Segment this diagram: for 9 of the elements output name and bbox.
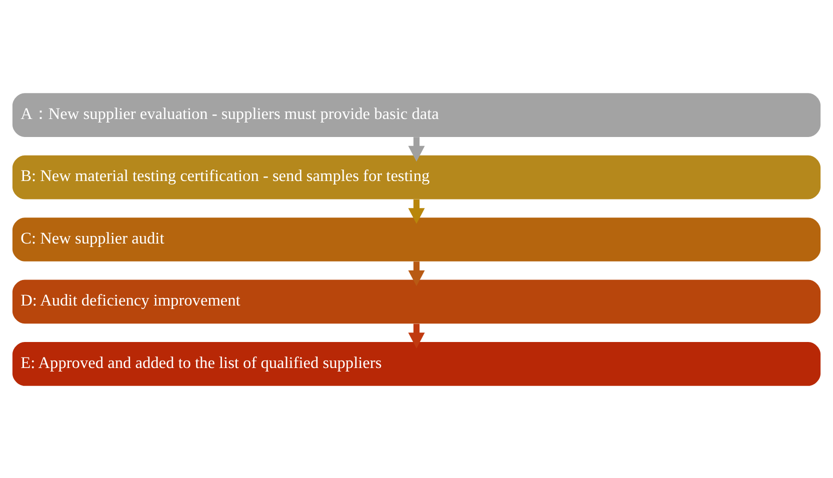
- node-box: E: Approved and added to the list of qualified suppliers: [12, 342, 821, 386]
- arrow: [408, 323, 425, 348]
- node-box: A：New supplier evaluation - suppliers must provide basic data: [12, 92, 821, 136]
- node-box: D: Audit deficiency improvement: [12, 279, 821, 324]
- node-box: B: New material testing certification - send samples for testing: [12, 154, 821, 199]
- node-box: C: New supplier audit: [12, 217, 821, 261]
- arrow: [408, 198, 425, 224]
- arrow: [408, 261, 425, 286]
- arrow: [408, 136, 425, 162]
